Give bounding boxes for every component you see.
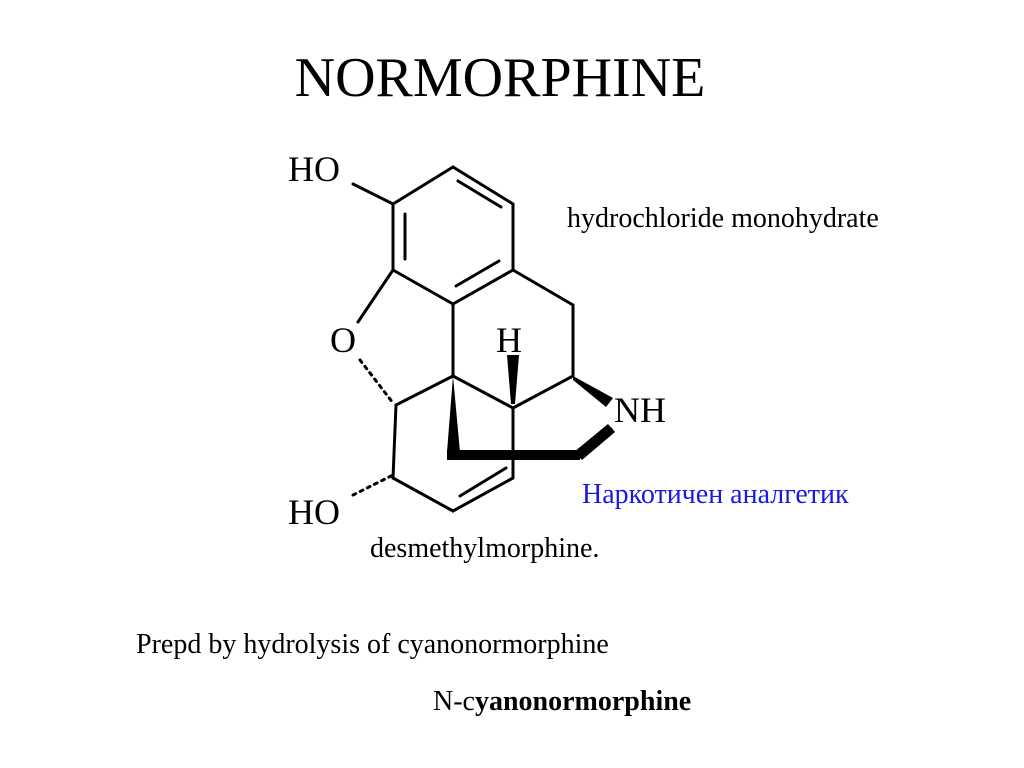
ring-oxygen-label: O <box>330 320 356 360</box>
bond <box>351 182 395 206</box>
amine-label: NH <box>614 390 666 430</box>
bond <box>451 165 515 206</box>
synonym-label: desmethylmorphine. <box>370 533 600 564</box>
preparation-note: Prepd by hydrolysis of cyanonormorphine <box>136 629 609 660</box>
bond <box>391 476 455 513</box>
bond <box>394 374 455 407</box>
bold-bridge-bond <box>574 424 615 460</box>
wedge-bond <box>447 376 460 452</box>
bond <box>391 268 455 306</box>
drug-class-label: Наркотичен аналгетик <box>582 479 849 510</box>
wedge-bond <box>507 355 519 404</box>
bond <box>391 403 398 480</box>
page-title: NORMORPHINE <box>294 47 706 109</box>
ho-alcohol-label: HO <box>288 492 340 532</box>
hydrogen-label: H <box>496 320 522 360</box>
ho-phenol-label: HO <box>288 149 340 189</box>
double-bond-inner <box>458 466 508 498</box>
hashed-bond <box>351 473 395 497</box>
precursor-label: N-cyanonormorphine <box>433 688 691 716</box>
bond <box>511 374 575 410</box>
bond <box>451 268 515 306</box>
precursor-name: yanonormorphine <box>474 686 692 717</box>
bold-bridge-bond <box>447 450 580 460</box>
salt-form-label: hydrochloride monohydrate <box>567 203 879 234</box>
precursor-prefix: N-c <box>433 686 475 717</box>
hashed-bond <box>358 358 395 405</box>
double-bond-inner <box>454 259 501 288</box>
bond <box>356 268 395 324</box>
double-bond-inner <box>456 179 503 209</box>
bond <box>451 476 515 513</box>
bond <box>511 268 575 307</box>
bond <box>451 374 515 410</box>
bond <box>391 165 455 206</box>
wedge-bond <box>573 376 613 407</box>
